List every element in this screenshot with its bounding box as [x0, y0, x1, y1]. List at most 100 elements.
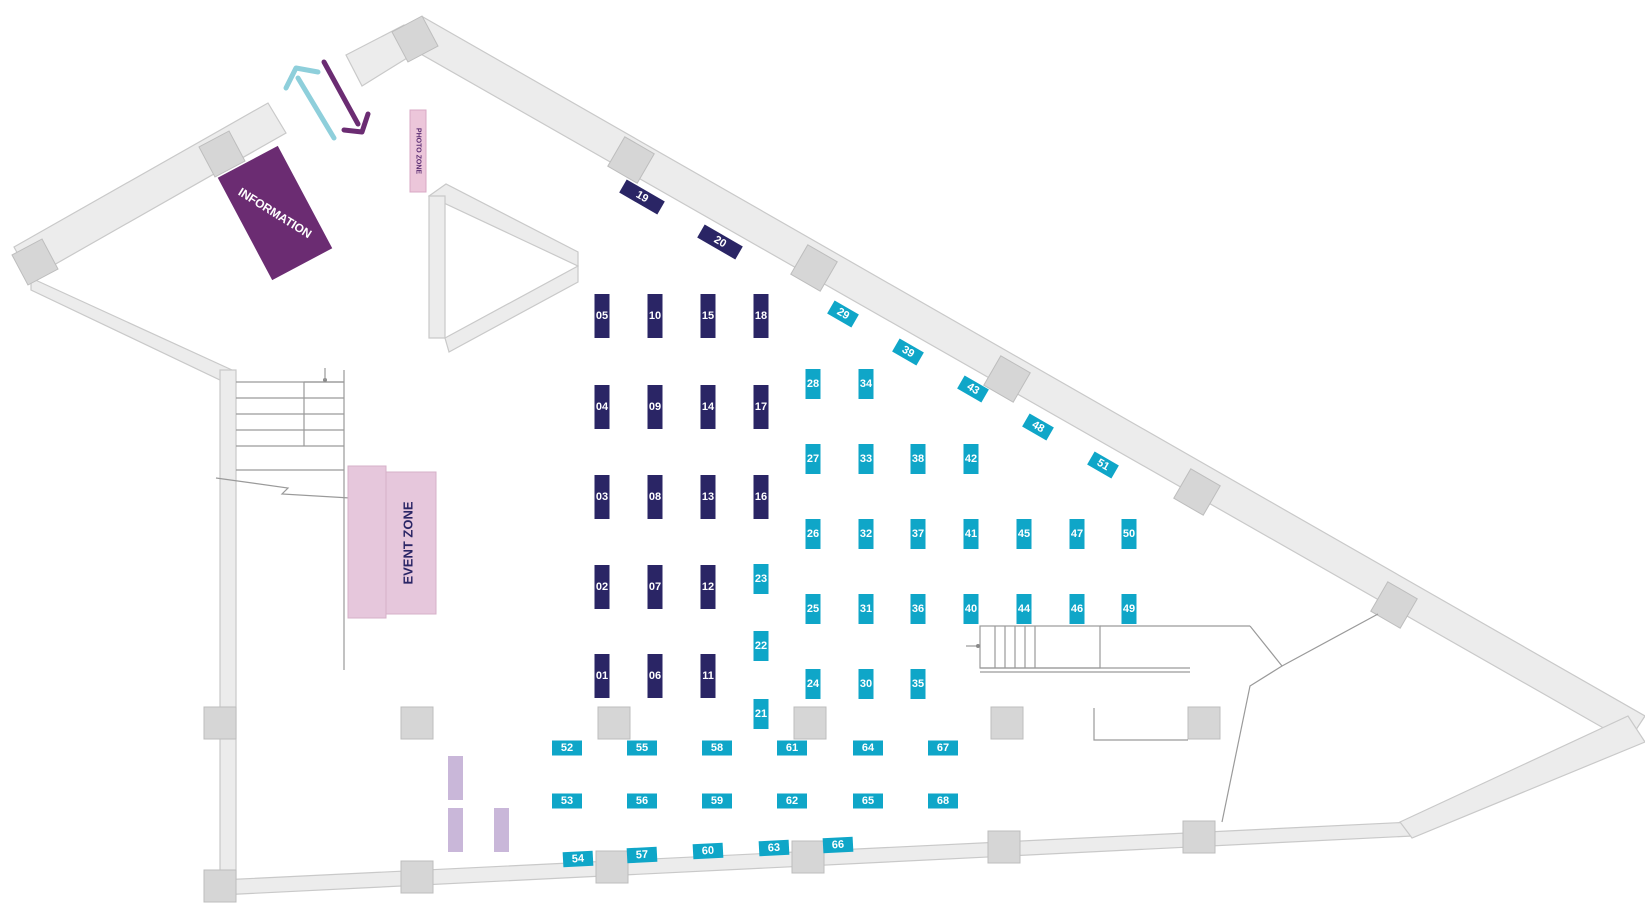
booth-68[interactable]: 68 — [928, 793, 958, 809]
booth-01[interactable]: 01 — [594, 654, 610, 698]
booth-56[interactable]: 56 — [627, 793, 657, 809]
booth-09[interactable]: 09 — [647, 385, 663, 429]
booth-26[interactable]: 26 — [805, 519, 821, 549]
booth-21[interactable]: 21 — [753, 699, 769, 729]
booth-64[interactable]: 64 — [853, 740, 883, 756]
booth-rect — [700, 385, 716, 429]
booth-59[interactable]: 59 — [702, 793, 732, 809]
booth-number: 56 — [636, 795, 648, 807]
booth-number: 26 — [807, 528, 819, 540]
booth-40[interactable]: 40 — [963, 594, 979, 624]
booth-36[interactable]: 36 — [910, 594, 926, 624]
pillar — [400, 706, 434, 740]
booth-44[interactable]: 44 — [1016, 594, 1032, 624]
booth-18[interactable]: 18 — [753, 294, 769, 338]
booth-49[interactable]: 49 — [1121, 594, 1137, 624]
booth-45[interactable]: 45 — [1016, 519, 1032, 549]
booth-rect — [627, 793, 657, 809]
triangle-structure — [427, 183, 579, 353]
booth-10[interactable]: 10 — [647, 294, 663, 338]
booth-58[interactable]: 58 — [702, 740, 732, 756]
booth-06[interactable]: 06 — [647, 654, 663, 698]
east-section-lines — [1093, 613, 1379, 823]
booth-20[interactable]: 20 — [697, 224, 743, 260]
booth-23[interactable]: 23 — [753, 564, 769, 594]
booth-42[interactable]: 42 — [963, 444, 979, 474]
booth-63[interactable]: 63 — [758, 839, 790, 857]
booth-31[interactable]: 31 — [858, 594, 874, 624]
booth-04[interactable]: 04 — [594, 385, 610, 429]
booth-52[interactable]: 52 — [552, 740, 582, 756]
booth-48[interactable]: 48 — [1022, 413, 1054, 441]
booth-32[interactable]: 32 — [858, 519, 874, 549]
booth-number: 62 — [786, 795, 798, 807]
booth-46[interactable]: 46 — [1069, 594, 1085, 624]
booth-54[interactable]: 54 — [562, 850, 594, 868]
booth-rect — [853, 740, 883, 756]
pillar — [203, 869, 237, 903]
booth-35[interactable]: 35 — [910, 669, 926, 699]
booth-24[interactable]: 24 — [805, 669, 821, 699]
booth-rect — [957, 375, 989, 403]
booth-11[interactable]: 11 — [700, 654, 716, 698]
booth-39[interactable]: 39 — [892, 338, 924, 366]
booth-19[interactable]: 19 — [619, 179, 665, 215]
pillar — [791, 840, 825, 874]
booth-number: 31 — [860, 603, 872, 615]
booth-13[interactable]: 13 — [700, 475, 716, 519]
booth-43[interactable]: 43 — [957, 375, 989, 403]
booth-rect — [1121, 519, 1137, 549]
information-zone[interactable]: INFORMATION — [217, 145, 333, 281]
photo-zone[interactable]: PHOTO ZONE — [409, 109, 427, 193]
event-zone[interactable]: EVENT ZONE — [347, 465, 437, 619]
booth-number: 36 — [912, 603, 924, 615]
booth-66[interactable]: 66 — [822, 836, 854, 854]
booth-15[interactable]: 15 — [700, 294, 716, 338]
booth-57[interactable]: 57 — [626, 846, 658, 864]
booth-61[interactable]: 61 — [777, 740, 807, 756]
booth-41[interactable]: 41 — [963, 519, 979, 549]
lounge-block — [448, 756, 463, 800]
booth-08[interactable]: 08 — [647, 475, 663, 519]
booth-02[interactable]: 02 — [594, 565, 610, 609]
booth-25[interactable]: 25 — [805, 594, 821, 624]
booth-50[interactable]: 50 — [1121, 519, 1137, 549]
booth-33[interactable]: 33 — [858, 444, 874, 474]
booth-14[interactable]: 14 — [700, 385, 716, 429]
pillar — [595, 850, 629, 884]
booth-03[interactable]: 03 — [594, 475, 610, 519]
booth-rect — [753, 475, 769, 519]
booth-37[interactable]: 37 — [910, 519, 926, 549]
booth-34[interactable]: 34 — [858, 369, 874, 399]
booth-17[interactable]: 17 — [753, 385, 769, 429]
booth-65[interactable]: 65 — [853, 793, 883, 809]
booth-60[interactable]: 60 — [692, 842, 724, 860]
booth-12[interactable]: 12 — [700, 565, 716, 609]
booth-30[interactable]: 30 — [858, 669, 874, 699]
entrance-arrow-icon — [283, 65, 337, 141]
booth-number: 68 — [937, 795, 949, 807]
booth-rect — [594, 565, 610, 609]
booth-55[interactable]: 55 — [627, 740, 657, 756]
booth-22[interactable]: 22 — [753, 631, 769, 661]
booth-51[interactable]: 51 — [1087, 451, 1119, 479]
booth-29[interactable]: 29 — [827, 300, 859, 328]
east-staircase — [966, 625, 1250, 673]
booth-28[interactable]: 28 — [805, 369, 821, 399]
pillar — [990, 706, 1024, 740]
booth-67[interactable]: 67 — [928, 740, 958, 756]
booth-38[interactable]: 38 — [910, 444, 926, 474]
booth-47[interactable]: 47 — [1069, 519, 1085, 549]
booth-62[interactable]: 62 — [777, 793, 807, 809]
booth-16[interactable]: 16 — [753, 475, 769, 519]
stairs-icon — [323, 368, 327, 382]
booth-07[interactable]: 07 — [647, 565, 663, 609]
booth-number: 30 — [860, 678, 872, 690]
booth-rect — [777, 740, 807, 756]
booth-05[interactable]: 05 — [594, 294, 610, 338]
booth-27[interactable]: 27 — [805, 444, 821, 474]
booth-53[interactable]: 53 — [552, 793, 582, 809]
booth-number: 29 — [835, 306, 852, 323]
booth-number: 04 — [596, 401, 609, 413]
